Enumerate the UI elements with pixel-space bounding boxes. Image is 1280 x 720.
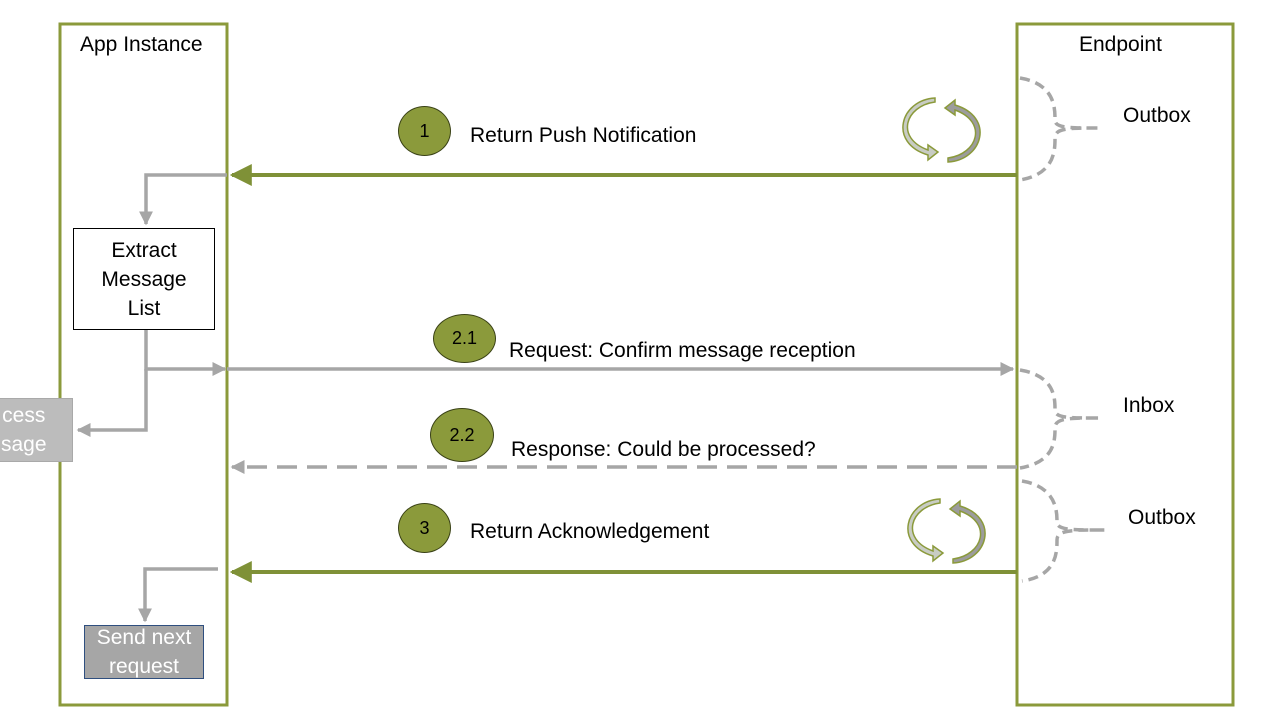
outbox-top-label: Outbox: [1123, 104, 1191, 127]
endpoint-title: Endpoint: [1079, 33, 1162, 56]
step-1-badge: 1: [398, 106, 451, 156]
process-message-box: cess sage: [0, 398, 73, 462]
step-2-2-badge: 2.2: [430, 408, 494, 462]
step-2-1-label: Request: Confirm message reception: [509, 339, 856, 362]
endpoint-lane: [1015, 22, 1235, 707]
outbox-top-brace: [1019, 76, 1101, 182]
app-instance-title: App Instance: [80, 33, 203, 56]
extract-message-list-box: Extract Message List: [73, 228, 215, 330]
ack-to-send-next-connector: [138, 567, 218, 623]
inbox-brace: [1019, 368, 1101, 470]
extract-to-request-connector: [144, 330, 227, 376]
refresh-cycle-icon-bottom: [907, 498, 986, 564]
inbox-label: Inbox: [1123, 394, 1175, 417]
step-2-2-label: Response: Could be processed?: [511, 438, 816, 461]
step-3-label: Return Acknowledgement: [470, 520, 710, 543]
outbox-bottom-brace: [1021, 479, 1106, 583]
step-3-badge: 3: [398, 503, 451, 553]
refresh-cycle-icon-top: [902, 97, 981, 163]
extract-to-process-connector: [76, 369, 148, 437]
outbox-bottom-label: Outbox: [1128, 506, 1196, 529]
step-2-1-badge: 2.1: [433, 314, 496, 363]
send-next-request-box: Send next request: [84, 625, 204, 679]
notification-to-extract-connector: [139, 173, 227, 226]
app-instance-lane: [58, 22, 229, 707]
step-1-label: Return Push Notification: [470, 124, 697, 147]
